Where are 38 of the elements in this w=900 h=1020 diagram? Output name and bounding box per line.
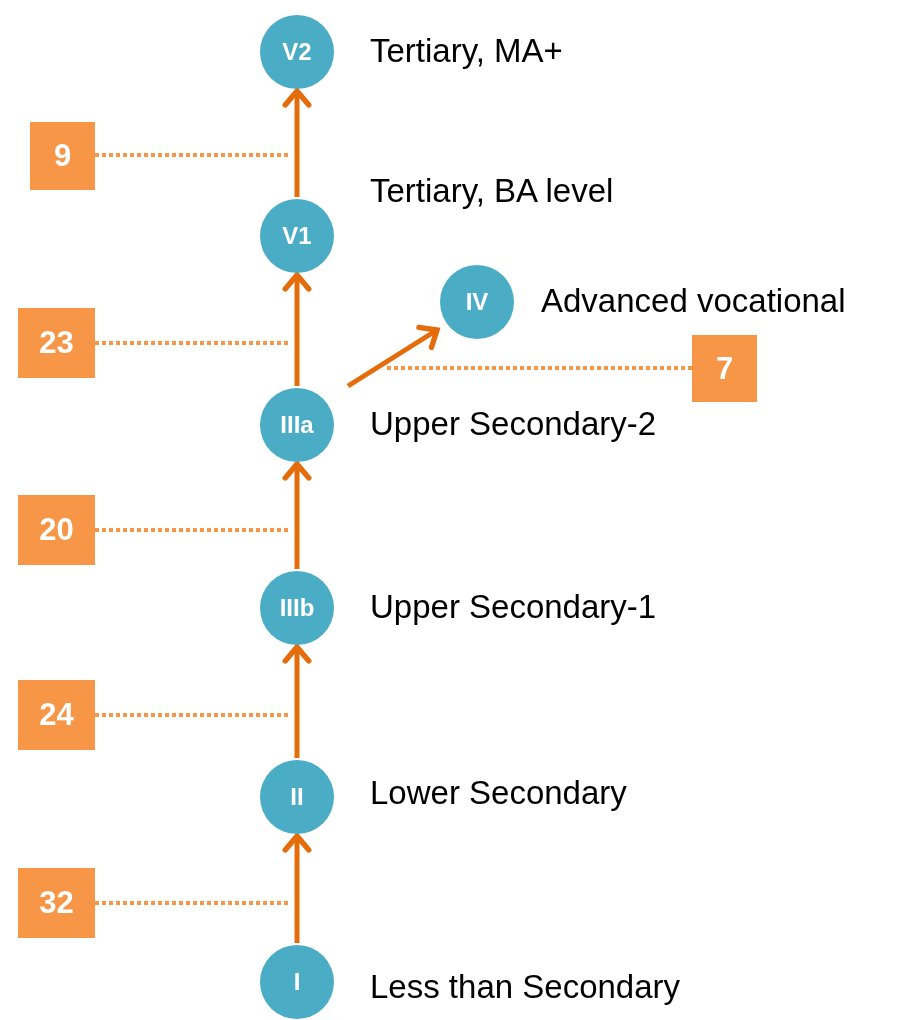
count-box (30, 122, 95, 190)
arrow (282, 833, 312, 943)
arrow (282, 272, 312, 386)
count-box (18, 308, 95, 378)
arrow (282, 88, 312, 197)
level-label: Tertiary, MA+ (370, 32, 563, 70)
arrow (346, 324, 440, 389)
leader-line (95, 901, 290, 905)
level-code: II (290, 783, 304, 811)
count-value: 24 (39, 697, 74, 733)
count-box (692, 335, 757, 402)
arrow (282, 644, 312, 758)
level-code: V2 (282, 38, 312, 66)
count-value: 32 (39, 885, 74, 921)
count-value: 23 (39, 325, 74, 361)
count-value: 20 (39, 512, 74, 548)
count-value: 7 (715, 350, 734, 387)
level-code: I (293, 968, 301, 996)
leader-line (95, 528, 290, 532)
count-box (18, 868, 95, 938)
level-code: V1 (282, 222, 312, 250)
leader-line (95, 153, 290, 157)
level-label: Upper Secondary-2 (370, 405, 657, 443)
level-code: IV (465, 288, 489, 316)
arrow (282, 461, 312, 569)
count-value: 9 (53, 138, 72, 174)
leader-line (385, 366, 692, 370)
level-label: Less than Secondary (370, 968, 681, 1006)
level-label: Tertiary, BA level (370, 172, 614, 210)
level-label: Upper Secondary-1 (370, 588, 657, 626)
count-box (18, 495, 95, 565)
leader-line (95, 341, 290, 345)
count-box (18, 680, 95, 750)
level-code: IIIb (279, 594, 315, 622)
level-code: IIIa (280, 411, 314, 439)
level-label: Lower Secondary (370, 774, 627, 812)
level-label: Advanced vocational (541, 282, 846, 320)
leader-line (95, 713, 290, 717)
